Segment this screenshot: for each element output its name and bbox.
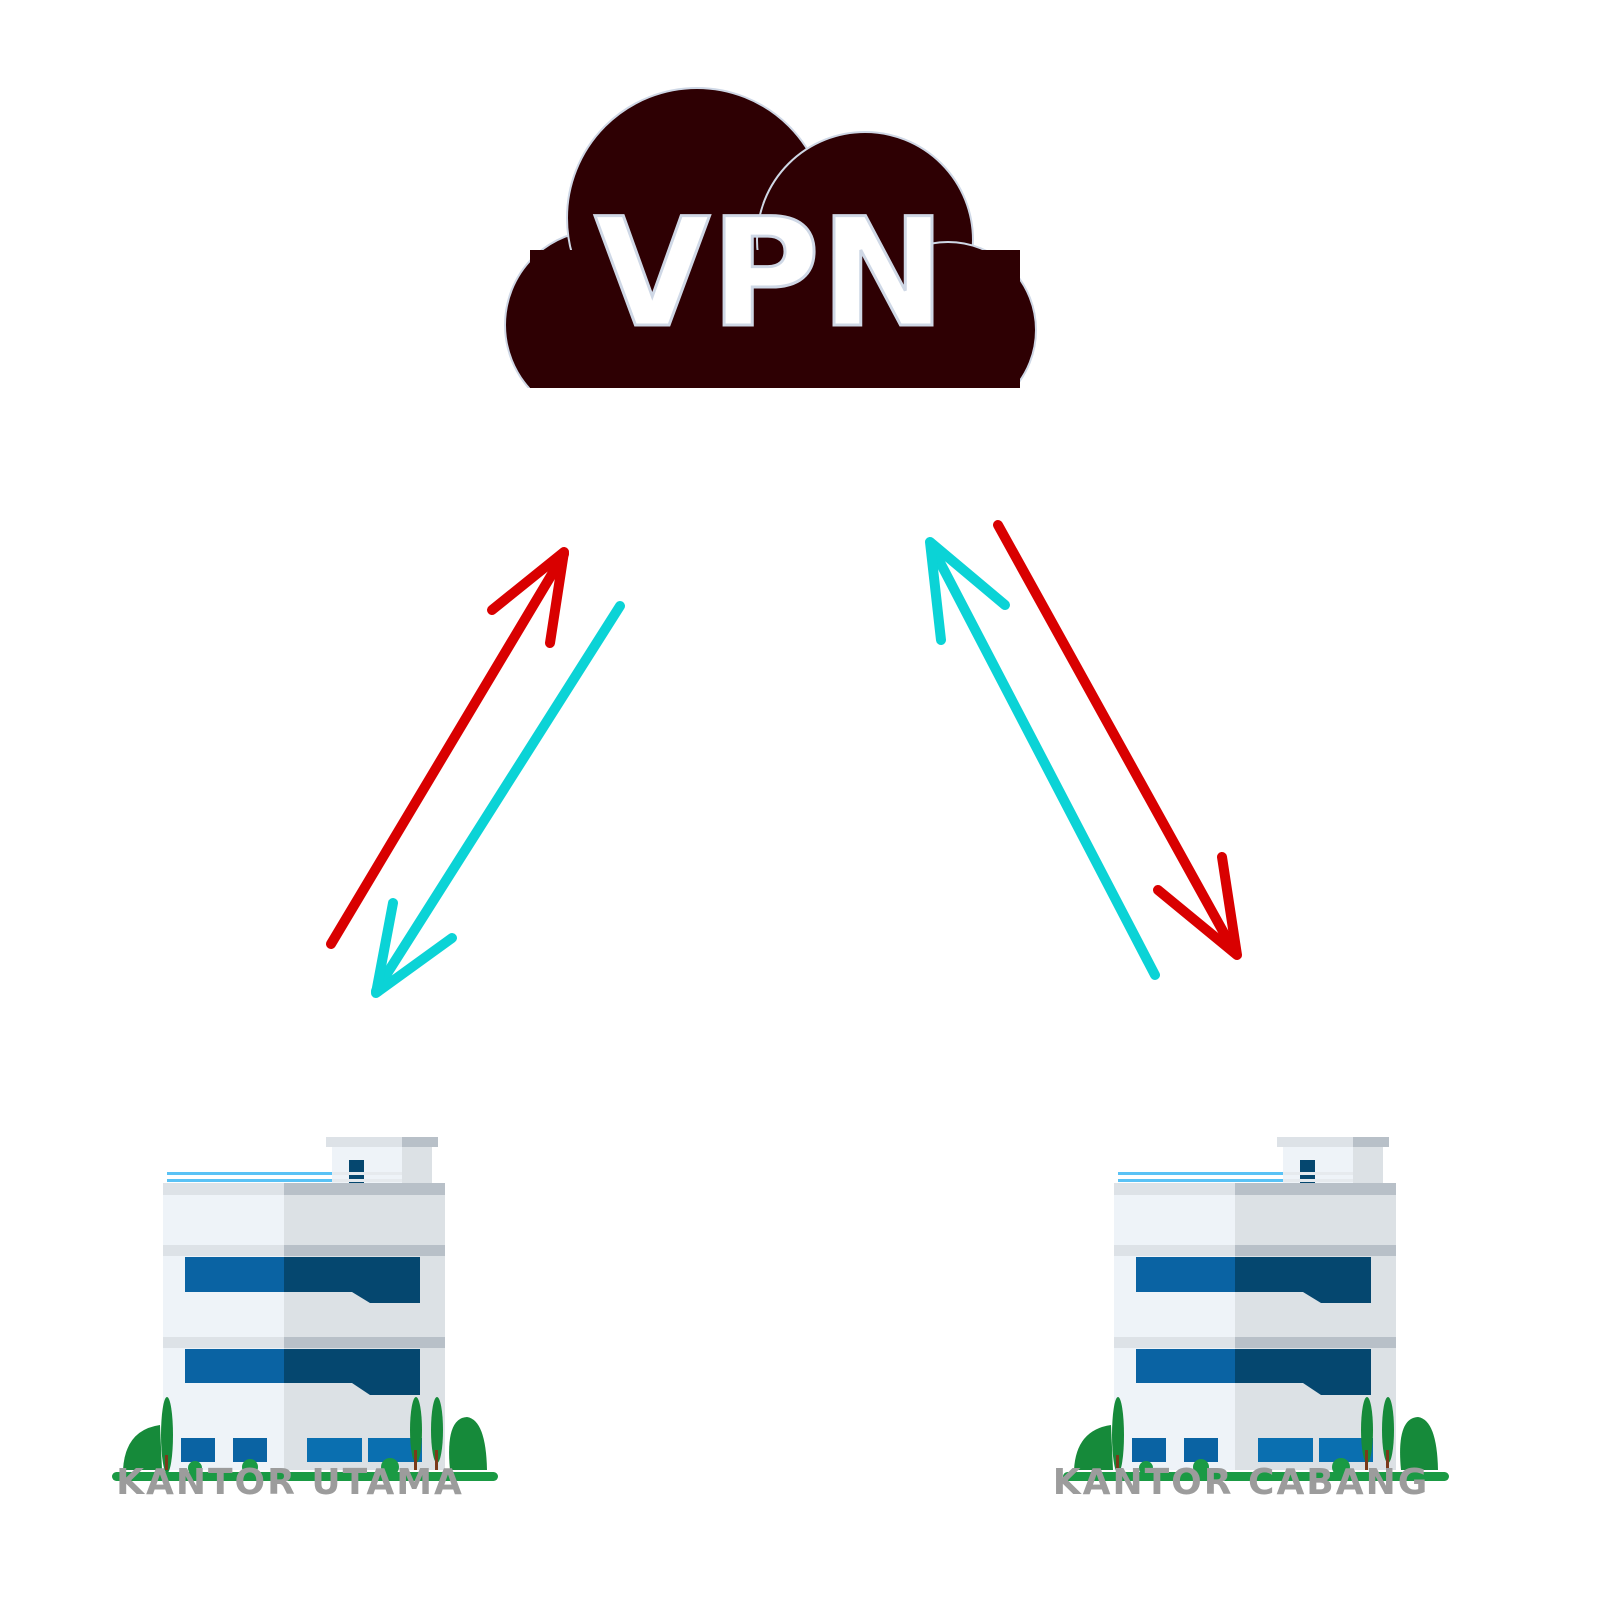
building-icon-kantor-utama — [112, 1137, 498, 1481]
arrow-utama-to-vpn — [326, 547, 569, 949]
building-icon-kantor-cabang — [1063, 1137, 1449, 1481]
vpn-label: VPN — [594, 187, 946, 361]
vpn-cloud — [504, 87, 1037, 388]
site-label-kantor-cabang: KANTOR CABANG — [1053, 1462, 1430, 1503]
arrow-vpn-to-utama — [371, 601, 625, 998]
arrow-cabang-to-vpn — [925, 537, 1160, 980]
site-label-kantor-utama: KANTOR UTAMA — [116, 1462, 464, 1503]
arrow-vpn-to-cabang — [993, 520, 1242, 960]
